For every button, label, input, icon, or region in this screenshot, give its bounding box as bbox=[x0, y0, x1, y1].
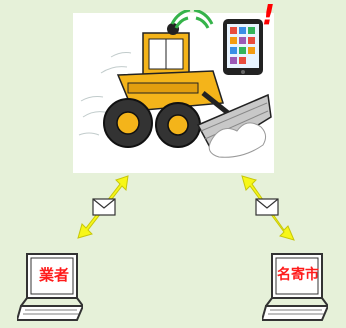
signal-icon bbox=[170, 10, 214, 32]
envelope-icon bbox=[92, 198, 116, 216]
laptop-icon bbox=[262, 248, 328, 322]
laptop-city: 名寄市 bbox=[262, 248, 328, 322]
alert-mark: ! bbox=[262, 0, 275, 30]
vendor-label: 業者 bbox=[31, 266, 77, 284]
city-label: 名寄市 bbox=[274, 266, 322, 284]
laptop-icon bbox=[17, 248, 83, 322]
envelope-icon bbox=[255, 198, 279, 216]
tablet-icon bbox=[222, 18, 264, 76]
laptop-vendor: 業者 bbox=[17, 248, 83, 322]
